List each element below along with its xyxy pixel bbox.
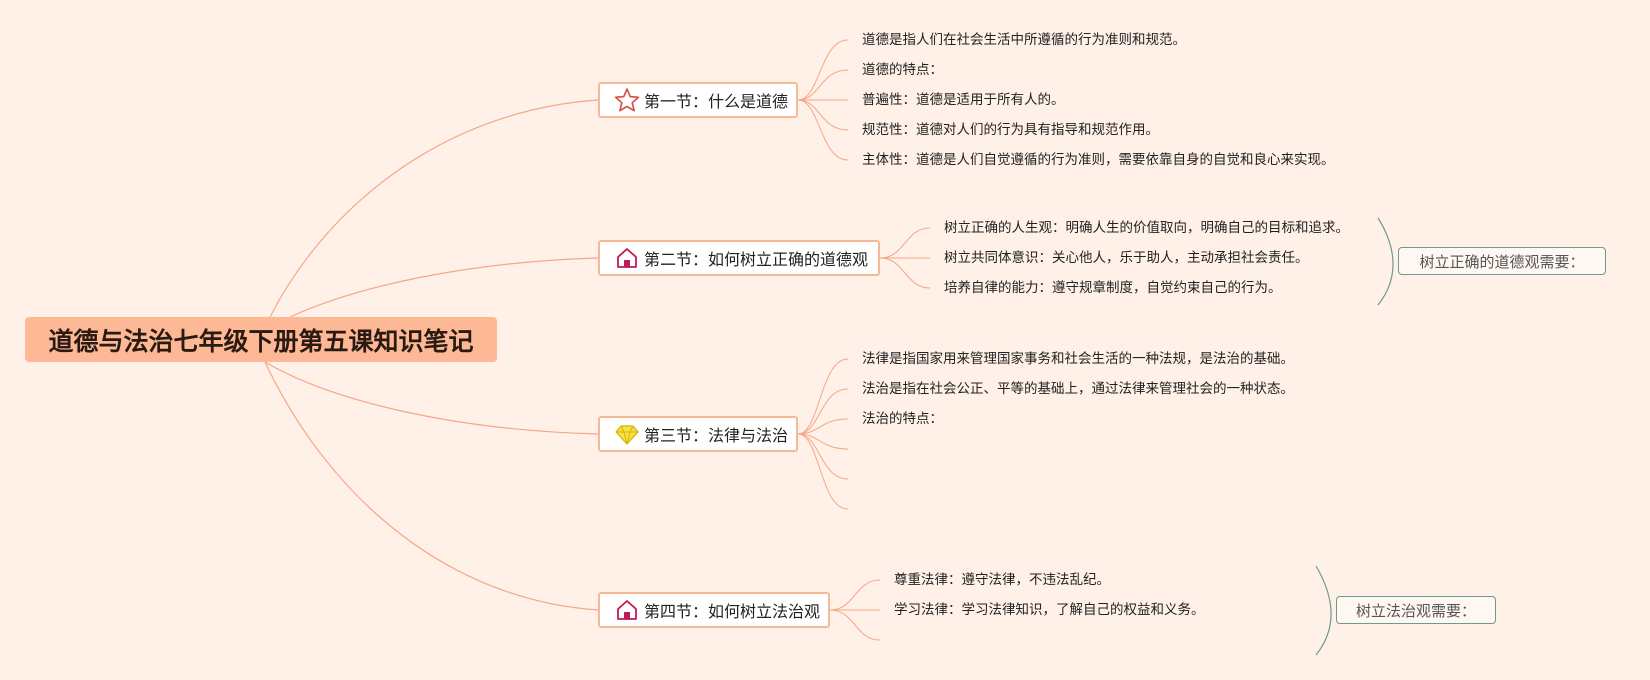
central-title: 道德与法治七年级下册第五课知识笔记 — [48, 326, 474, 356]
summary-node-2[interactable]: 树立法治观需要： — [1336, 596, 1496, 624]
topic-1-item-2: 道德的特点： — [862, 62, 943, 78]
connector-t1-leaf-4 — [797, 99, 849, 131]
topic-section-3[interactable]: 第三节：法律与法治 — [598, 416, 798, 452]
connector-central-topic-3 — [264, 361, 599, 435]
summary-text: 树立法治观需要： — [1355, 601, 1476, 620]
connector-central-topic-1 — [269, 99, 599, 318]
connector-t4-leaf-3 — [829, 609, 881, 641]
connector-t1-leaf-1 — [797, 39, 849, 101]
topic-3-item-2: 法治是指在社会公正、平等的基础上，通过法律来管理社会的一种状态。 — [862, 381, 1294, 397]
connector-t3-leaf-3 — [797, 418, 849, 435]
topic-1-item-1: 道德是指人们在社会生活中所遵循的行为准则和规范。 — [862, 32, 1186, 48]
house-icon — [614, 597, 640, 623]
topic-2-item-3: 培养自律的能力：遵守规章制度，自觉约束自己的行为。 — [944, 280, 1282, 296]
topic-title: 第四节：如何树立法治观 — [644, 602, 821, 621]
topic-3-item-3: 法治的特点： — [862, 411, 943, 427]
connector-t1-leaf-5 — [797, 99, 849, 161]
summary-brace-2 — [1377, 217, 1394, 306]
topic-3-item-1: 法律是指国家用来管理国家事务和社会生活的一种法规，是法治的基础。 — [862, 351, 1294, 367]
connector-central-topic-4 — [264, 361, 599, 611]
gem-icon — [614, 421, 640, 447]
connector-t3-leaf-6 — [797, 433, 849, 510]
topic-title: 第二节：如何树立正确的道德观 — [644, 250, 869, 269]
topic-4-item-2: 学习法律：学习法律知识，了解自己的权益和义务。 — [894, 602, 1205, 618]
topic-title: 第一节：什么是道德 — [644, 92, 789, 111]
connector-t1-leaf-2 — [797, 69, 849, 101]
connector-t3-leaf-4 — [797, 433, 849, 450]
topic-1-item-5: 主体性：道德是人们自觉遵循的行为准则，需要依靠自身的自觉和良心来实现。 — [862, 152, 1335, 168]
topic-section-1[interactable]: 第一节：什么是道德 — [598, 82, 798, 118]
topic-section-2[interactable]: 第二节：如何树立正确的道德观 — [598, 240, 880, 276]
connector-t3-leaf-2 — [797, 388, 849, 435]
connector-t3-leaf-5 — [797, 433, 849, 480]
connector-t4-leaf-1 — [829, 579, 881, 611]
connector-t2-leaf-3 — [879, 257, 931, 289]
summary-text: 树立正确的道德观需要： — [1419, 252, 1585, 271]
connector-central-topic-2 — [289, 257, 599, 318]
topic-1-item-3: 普遍性：道德是适用于所有人的。 — [862, 92, 1065, 108]
central-topic[interactable]: 道德与法治七年级下册第五课知识笔记 — [25, 317, 497, 362]
topic-2-item-2: 树立共同体意识：关心他人，乐于助人，主动承担社会责任。 — [944, 250, 1309, 266]
topic-2-item-1: 树立正确的人生观：明确人生的价值取向，明确自己的目标和追求。 — [944, 220, 1349, 236]
star-icon — [614, 87, 640, 113]
summary-brace-4 — [1315, 565, 1332, 656]
topic-title: 第三节：法律与法治 — [644, 426, 789, 445]
topic-4-item-1: 尊重法律：遵守法律，不违法乱纪。 — [894, 572, 1110, 588]
house-icon — [614, 245, 640, 271]
topic-section-4[interactable]: 第四节：如何树立法治观 — [598, 592, 830, 628]
connector-t3-leaf-1 — [797, 358, 849, 435]
summary-node-1[interactable]: 树立正确的道德观需要： — [1398, 247, 1606, 275]
connector-t2-leaf-1 — [879, 227, 931, 259]
topic-1-item-4: 规范性：道德对人们的行为具有指导和规范作用。 — [862, 122, 1159, 138]
